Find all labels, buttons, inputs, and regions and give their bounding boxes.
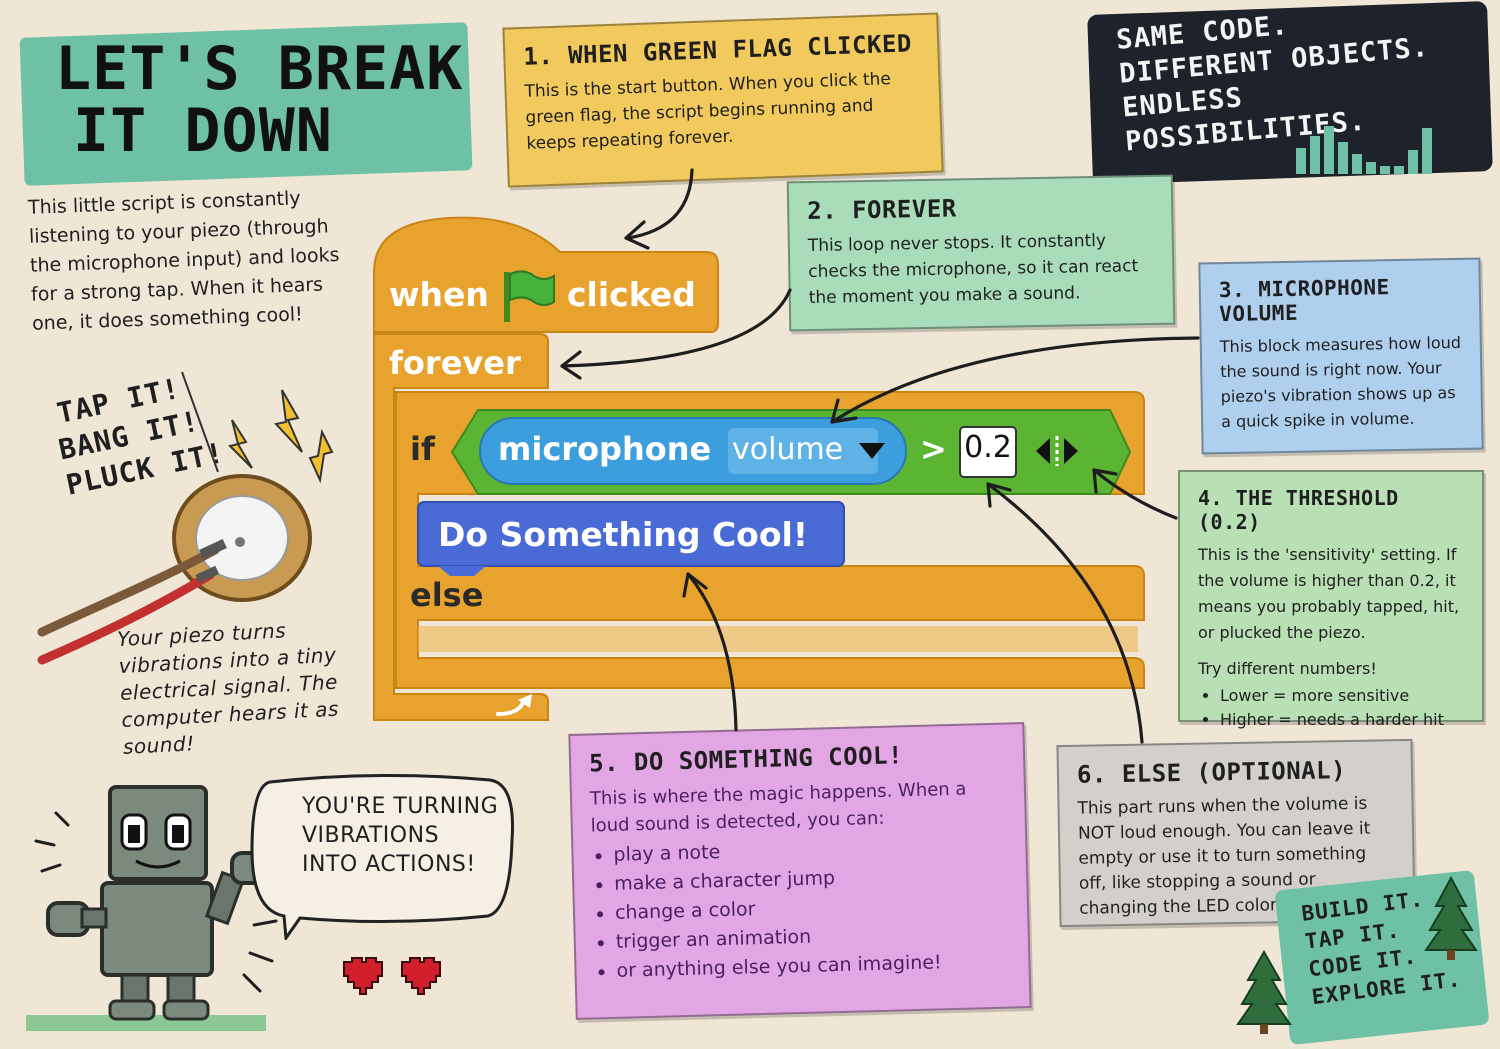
scratch-script <box>373 216 1145 721</box>
when-label: when <box>389 275 489 314</box>
equalizer-icon <box>1296 126 1432 174</box>
card-4-bullet: Lower = more sensitive <box>1220 684 1464 708</box>
robot-speech: YOU'RE TURNING VIBRATIONS INTO ACTIONS! <box>302 794 499 877</box>
microphone-label: microphone <box>498 430 712 468</box>
loop-arrow-icon <box>496 694 532 716</box>
lightning-icon <box>228 389 334 484</box>
robot-icon <box>26 785 278 1031</box>
pine-tree-icon <box>1236 950 1292 1034</box>
arrow-microphone <box>830 336 1200 424</box>
action-label: Do Something Cool! <box>438 515 808 554</box>
volume-label: volume <box>732 432 844 467</box>
arrow-threshold <box>1092 468 1178 520</box>
green-flag-icon <box>504 270 555 322</box>
card-4-title: 4. THE THRESHOLD (0.2) <box>1198 486 1399 534</box>
card-threshold: 4. THE THRESHOLD (0.2) This is the 'sens… <box>1178 470 1484 729</box>
if-label: if <box>410 430 435 468</box>
card-4-body: This is the 'sensitivity' setting. If th… <box>1198 545 1460 642</box>
operator-label: > <box>920 430 947 468</box>
card-4-extra: Try different numbers! <box>1198 659 1377 678</box>
arrow-else <box>986 482 1144 744</box>
piezo-disc-icon <box>37 371 334 665</box>
title-line-1: LET'S BREAK <box>55 34 464 104</box>
arrow-green-flag <box>624 168 694 250</box>
card-4-bullet: Higher = needs a harder hit <box>1220 708 1464 732</box>
clicked-label: clicked <box>567 275 696 314</box>
dropdown-arrow-icon <box>858 442 885 459</box>
title-line-2: IT DOWN <box>73 96 333 166</box>
forever-label: forever <box>389 344 521 382</box>
arrow-forever <box>560 288 792 380</box>
else-label: else <box>410 576 484 614</box>
volume-dropdown[interactable]: volume <box>732 432 885 467</box>
threshold-input[interactable]: 0.2 <box>964 430 1012 465</box>
arrow-action <box>682 572 738 732</box>
page-title: LET'S BREAK IT DOWN <box>55 38 475 162</box>
drag-handle-icon[interactable] <box>1034 432 1080 470</box>
heart-icon <box>343 957 441 995</box>
speech-bubble <box>250 773 515 940</box>
pine-tree-icon <box>1424 876 1478 960</box>
